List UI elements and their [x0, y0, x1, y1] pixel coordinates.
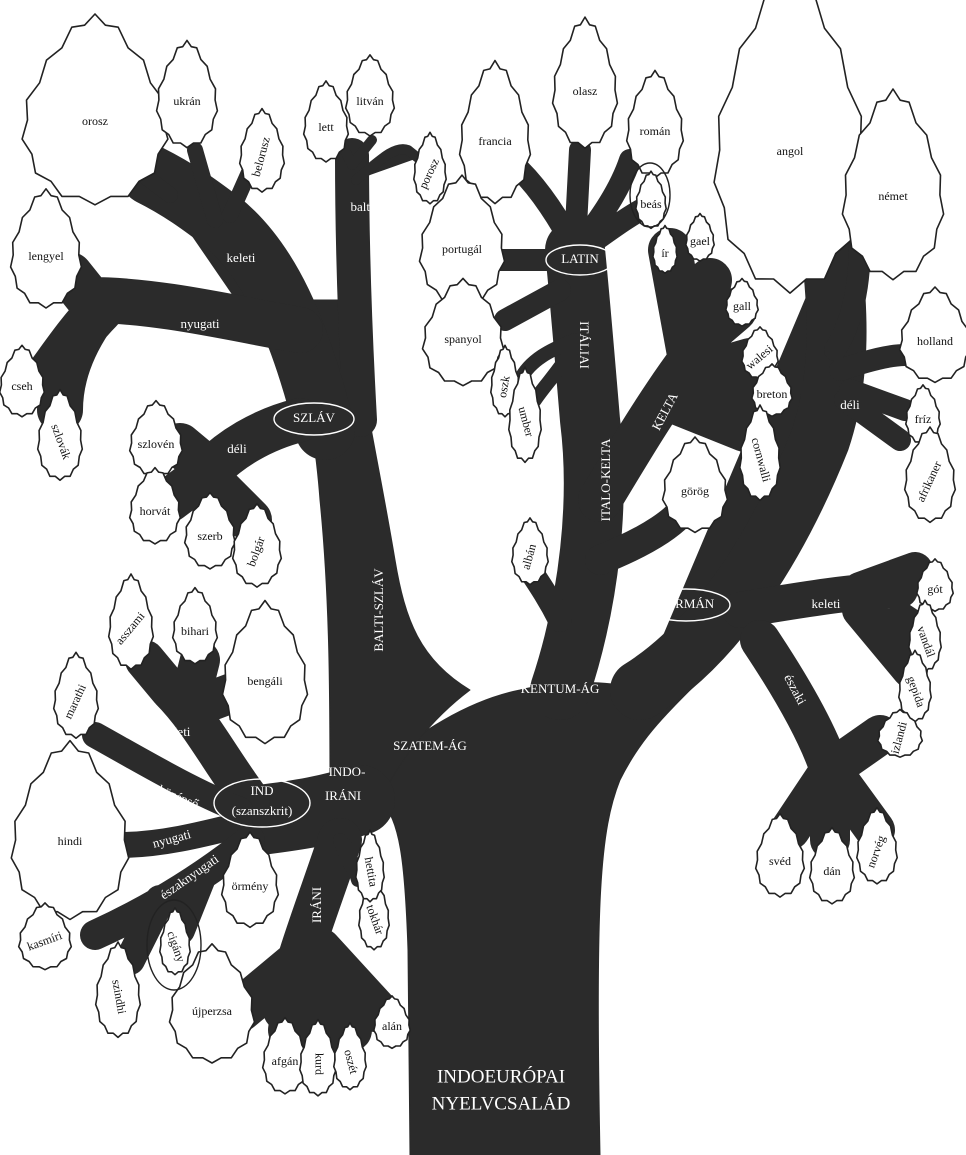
leaf-francia: francia — [460, 61, 531, 204]
language-label-cseh: cseh — [11, 379, 32, 393]
irani-label: IRÁNI — [309, 887, 324, 923]
leaf-shape — [22, 14, 168, 205]
language-label-szerb: szerb — [197, 529, 222, 543]
language-label-friz: fríz — [915, 412, 932, 426]
leaf-beas: beás — [636, 171, 666, 228]
szlav-label: SZLÁV — [293, 410, 336, 425]
language-label-alan: alán — [382, 1019, 402, 1033]
german-keleti-label: keleti — [812, 596, 841, 611]
szlav-deli-label: déli — [227, 441, 247, 456]
language-label-nemet: német — [878, 189, 908, 203]
leaf-ukran: ukrán — [157, 40, 218, 147]
leaf-orosz: orosz — [22, 14, 168, 205]
ind-label-2: (szanszkrit) — [232, 803, 293, 818]
szlav-deli — [170, 420, 300, 520]
german-deli-label: déli — [840, 397, 860, 412]
leaf-roman: román — [627, 70, 684, 177]
leaf-belorusz: belorusz — [240, 109, 285, 193]
leaf-asszami: asszami — [109, 574, 154, 669]
german-label: GERMÁN — [658, 596, 715, 611]
leaf-bengali: bengáli — [223, 601, 308, 744]
language-label-bihari: bihari — [181, 624, 210, 638]
language-label-gorog: görög — [681, 484, 709, 498]
language-label-horvat: horvát — [140, 504, 171, 518]
leaf-szloven: szlovén — [130, 401, 183, 477]
language-label-bengali: bengáli — [247, 674, 283, 688]
leaf-lengyel: lengyel — [11, 189, 82, 308]
kentum-branch-label: KENTUM-ÁG — [521, 681, 600, 696]
szlav-nyugati-label: nyugati — [181, 316, 220, 331]
language-label-roman: román — [640, 124, 671, 138]
language-label-spanyol: spanyol — [444, 332, 482, 346]
leaf-porosz: porosz — [414, 132, 446, 204]
language-label-hindi: hindi — [58, 834, 83, 848]
balti-label: balti — [350, 199, 373, 214]
language-label-angol: angol — [777, 144, 804, 158]
language-label-litvan: litván — [356, 94, 383, 108]
leaf-olasz: olasz — [553, 17, 618, 148]
indo-irani-label-2: IRÁNI — [325, 788, 361, 803]
language-label-gael: gael — [690, 234, 711, 248]
language-label-francia: francia — [478, 134, 512, 148]
leaf-gorog: görög — [663, 437, 728, 532]
language-label-beas: beás — [640, 197, 662, 211]
balti-szlav-label: BALTI-SZLÁV — [371, 568, 386, 652]
german-eszaki — [760, 640, 880, 840]
language-label-orosz: orosz — [82, 114, 108, 128]
szlav-keleti-label: keleti — [227, 250, 256, 265]
language-label-dan: dán — [823, 864, 840, 878]
leaf-hindi: hindi — [11, 741, 128, 920]
language-label-kurd: kurd — [312, 1053, 326, 1075]
root-title-line1: INDOEURÓPAI — [437, 1065, 565, 1087]
root-title-line2: NYELVCSALÁD — [432, 1092, 571, 1114]
language-label-szloven: szlovén — [138, 437, 175, 451]
italiai-label: ITÁLIAI — [577, 321, 592, 369]
leaf-shape — [553, 17, 618, 148]
leaf-shape — [11, 741, 128, 920]
language-label-ujperzsa: újperzsa — [192, 1004, 233, 1018]
language-label-olasz: olasz — [573, 84, 598, 98]
language-label-got: gót — [927, 582, 943, 596]
leaf-lett: lett — [304, 81, 349, 162]
language-label-holland: holland — [917, 334, 953, 348]
language-label-ormeny: örmény — [232, 879, 269, 893]
leaf-alban: albán — [512, 518, 548, 585]
leaf-spanyol: spanyol — [423, 278, 504, 385]
leaf-marathi: marathi — [54, 652, 99, 738]
language-label-lengyel: lengyel — [28, 249, 64, 263]
ind-label-1: IND — [250, 783, 273, 798]
language-label-portugal: portugál — [442, 242, 483, 256]
language-label-gall: gall — [733, 299, 752, 313]
leaf-afrikaner: afrikaner — [905, 427, 956, 522]
leaf-holland: holland — [900, 287, 966, 382]
language-label-lett: lett — [318, 120, 334, 134]
leaf-litvan: litván — [346, 55, 395, 136]
ind-keleti-label: keleti — [162, 724, 191, 739]
leaf-shape — [223, 601, 308, 744]
language-label-afgan: afgán — [272, 1054, 299, 1068]
balti-branch — [352, 155, 360, 420]
language-label-ukran: ukrán — [173, 94, 200, 108]
satem-branch-label: SZATEM-ÁG — [393, 738, 467, 753]
language-label-ir: ír — [661, 246, 668, 260]
language-label-sved: svéd — [769, 854, 791, 868]
latin-label: LATIN — [561, 251, 599, 266]
language-label-breton: breton — [757, 387, 788, 401]
leaf-gael: gael — [686, 214, 714, 262]
leaf-bihari: bihari — [173, 588, 218, 664]
italo-kelta-label: ITALO-KELTA — [598, 438, 613, 521]
indo-irani-label-1: INDO- — [329, 764, 366, 779]
leaf-shape — [460, 61, 531, 204]
